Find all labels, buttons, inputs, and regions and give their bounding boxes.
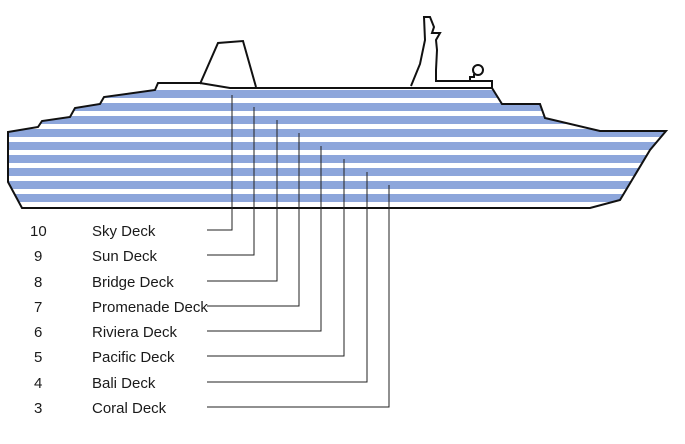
deck-number: 4 bbox=[34, 375, 42, 392]
leader-line bbox=[207, 107, 255, 256]
deck-name: Pacific Deck bbox=[92, 349, 175, 366]
deck-number: 5 bbox=[34, 349, 42, 366]
mast bbox=[410, 16, 493, 88]
deck-number: 6 bbox=[34, 324, 42, 341]
deck-stripe bbox=[8, 194, 666, 202]
leader-line bbox=[207, 120, 278, 282]
funnel bbox=[199, 39, 257, 88]
deck-name: Bridge Deck bbox=[92, 274, 174, 291]
deck-leader-lines bbox=[207, 95, 390, 408]
deck-stripe bbox=[8, 168, 666, 176]
deck-stripe bbox=[8, 181, 666, 189]
deck-stripe bbox=[8, 116, 666, 124]
deck-number: 9 bbox=[34, 248, 42, 265]
leader-line bbox=[207, 185, 390, 408]
hull-outline bbox=[7, 82, 669, 209]
deck-name: Sky Deck bbox=[92, 223, 156, 240]
deck-name: Sun Deck bbox=[92, 248, 158, 265]
deck-stripe bbox=[8, 90, 666, 98]
deck-stripe bbox=[8, 142, 666, 150]
deck-number: 10 bbox=[30, 223, 47, 240]
deck-number: 3 bbox=[34, 400, 42, 417]
deck-stripe bbox=[8, 103, 666, 111]
leader-line bbox=[207, 133, 300, 307]
leader-line bbox=[207, 159, 345, 357]
deck-number: 7 bbox=[34, 299, 42, 316]
leader-line bbox=[207, 146, 322, 332]
superstructure bbox=[199, 16, 493, 88]
deck-legend: 10 Sky Deck 9 Sun Deck 8 Bridge Deck 7 P… bbox=[30, 223, 208, 417]
radar-dome bbox=[472, 64, 484, 76]
deck-name: Promenade Deck bbox=[92, 299, 208, 316]
deck-stripe bbox=[8, 155, 666, 163]
leader-line bbox=[207, 172, 368, 383]
deck-stripe bbox=[8, 129, 666, 137]
leader-line bbox=[207, 95, 233, 231]
deck-name: Bali Deck bbox=[92, 375, 156, 392]
radar-mount bbox=[469, 74, 475, 81]
deck-name: Coral Deck bbox=[92, 400, 167, 417]
deck-number: 8 bbox=[34, 274, 42, 291]
deck-stripes bbox=[8, 90, 666, 202]
deck-name: Riviera Deck bbox=[92, 324, 178, 341]
